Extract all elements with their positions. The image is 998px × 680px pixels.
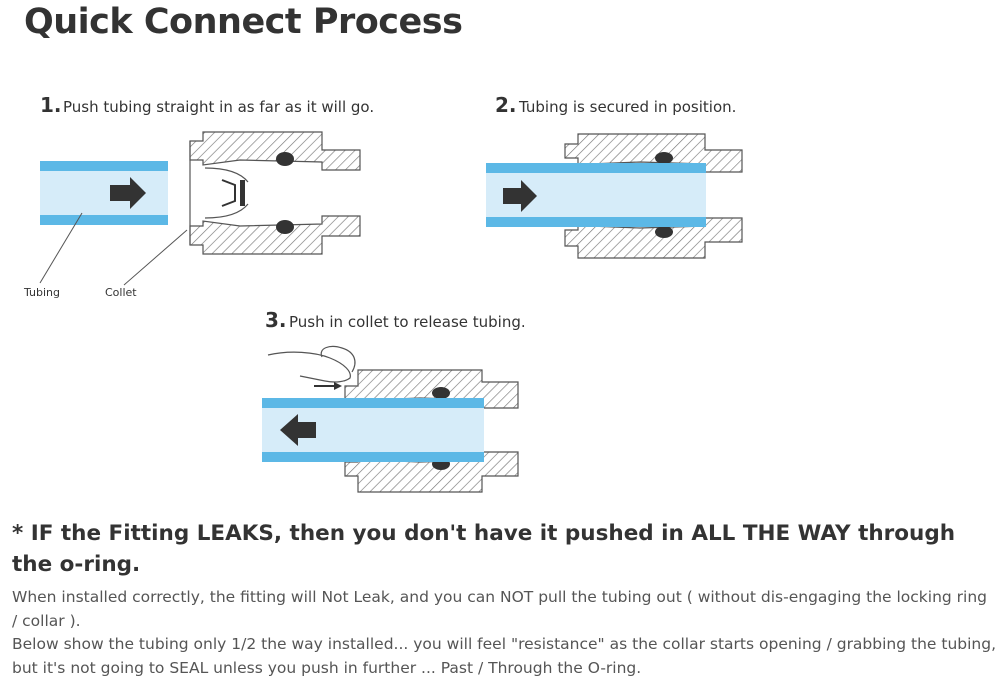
collet-label: Collet [105,286,137,299]
step-2-fitting [564,133,743,259]
step-1-number: 1. [40,93,62,117]
instructions-text: When installed correctly, the fitting wi… [12,586,997,680]
step-2-tubing [486,163,706,227]
step-3-text: Push in collet to release tubing. [289,313,526,331]
step-2-text: Tubing is secured in position. [518,98,736,116]
o-ring-icon [432,387,450,399]
step-1-text: Push tubing straight in as far as it wil… [63,98,374,116]
push-arrow-icon [503,180,537,212]
small-arrow-icon [334,382,342,390]
o-ring-icon [655,152,673,164]
step-1: 1. Push tubing straight in as far as it … [23,93,374,299]
tubing-label: Tubing [23,286,60,299]
push-arrow-icon [110,177,146,209]
o-ring-icon [655,226,673,238]
o-ring-icon [276,220,294,234]
step-3: 3. Push in collet to release tubing. [262,308,526,493]
step-1-tubing [40,161,168,225]
step-1-fitting [189,131,361,255]
page-title: Quick Connect Process [24,2,463,42]
leak-warning: * IF the Fitting LEAKS, then you don't h… [12,521,956,577]
paragraph-installed-correctly: When installed correctly, the fitting wi… [12,588,988,630]
quick-connect-diagram: 1. Push tubing straight in as far as it … [23,93,743,493]
step-3-number: 3. [265,308,287,332]
pull-arrow-icon [280,414,316,446]
paragraph-half-installed: Below show the tubing only 1/2 the way i… [12,635,997,677]
step-3-tubing [262,398,484,462]
o-ring-icon [276,152,294,166]
step-2-number: 2. [495,93,517,117]
finger-icon [267,351,351,383]
step-2: 2. Tubing is secured in position. [486,93,743,259]
